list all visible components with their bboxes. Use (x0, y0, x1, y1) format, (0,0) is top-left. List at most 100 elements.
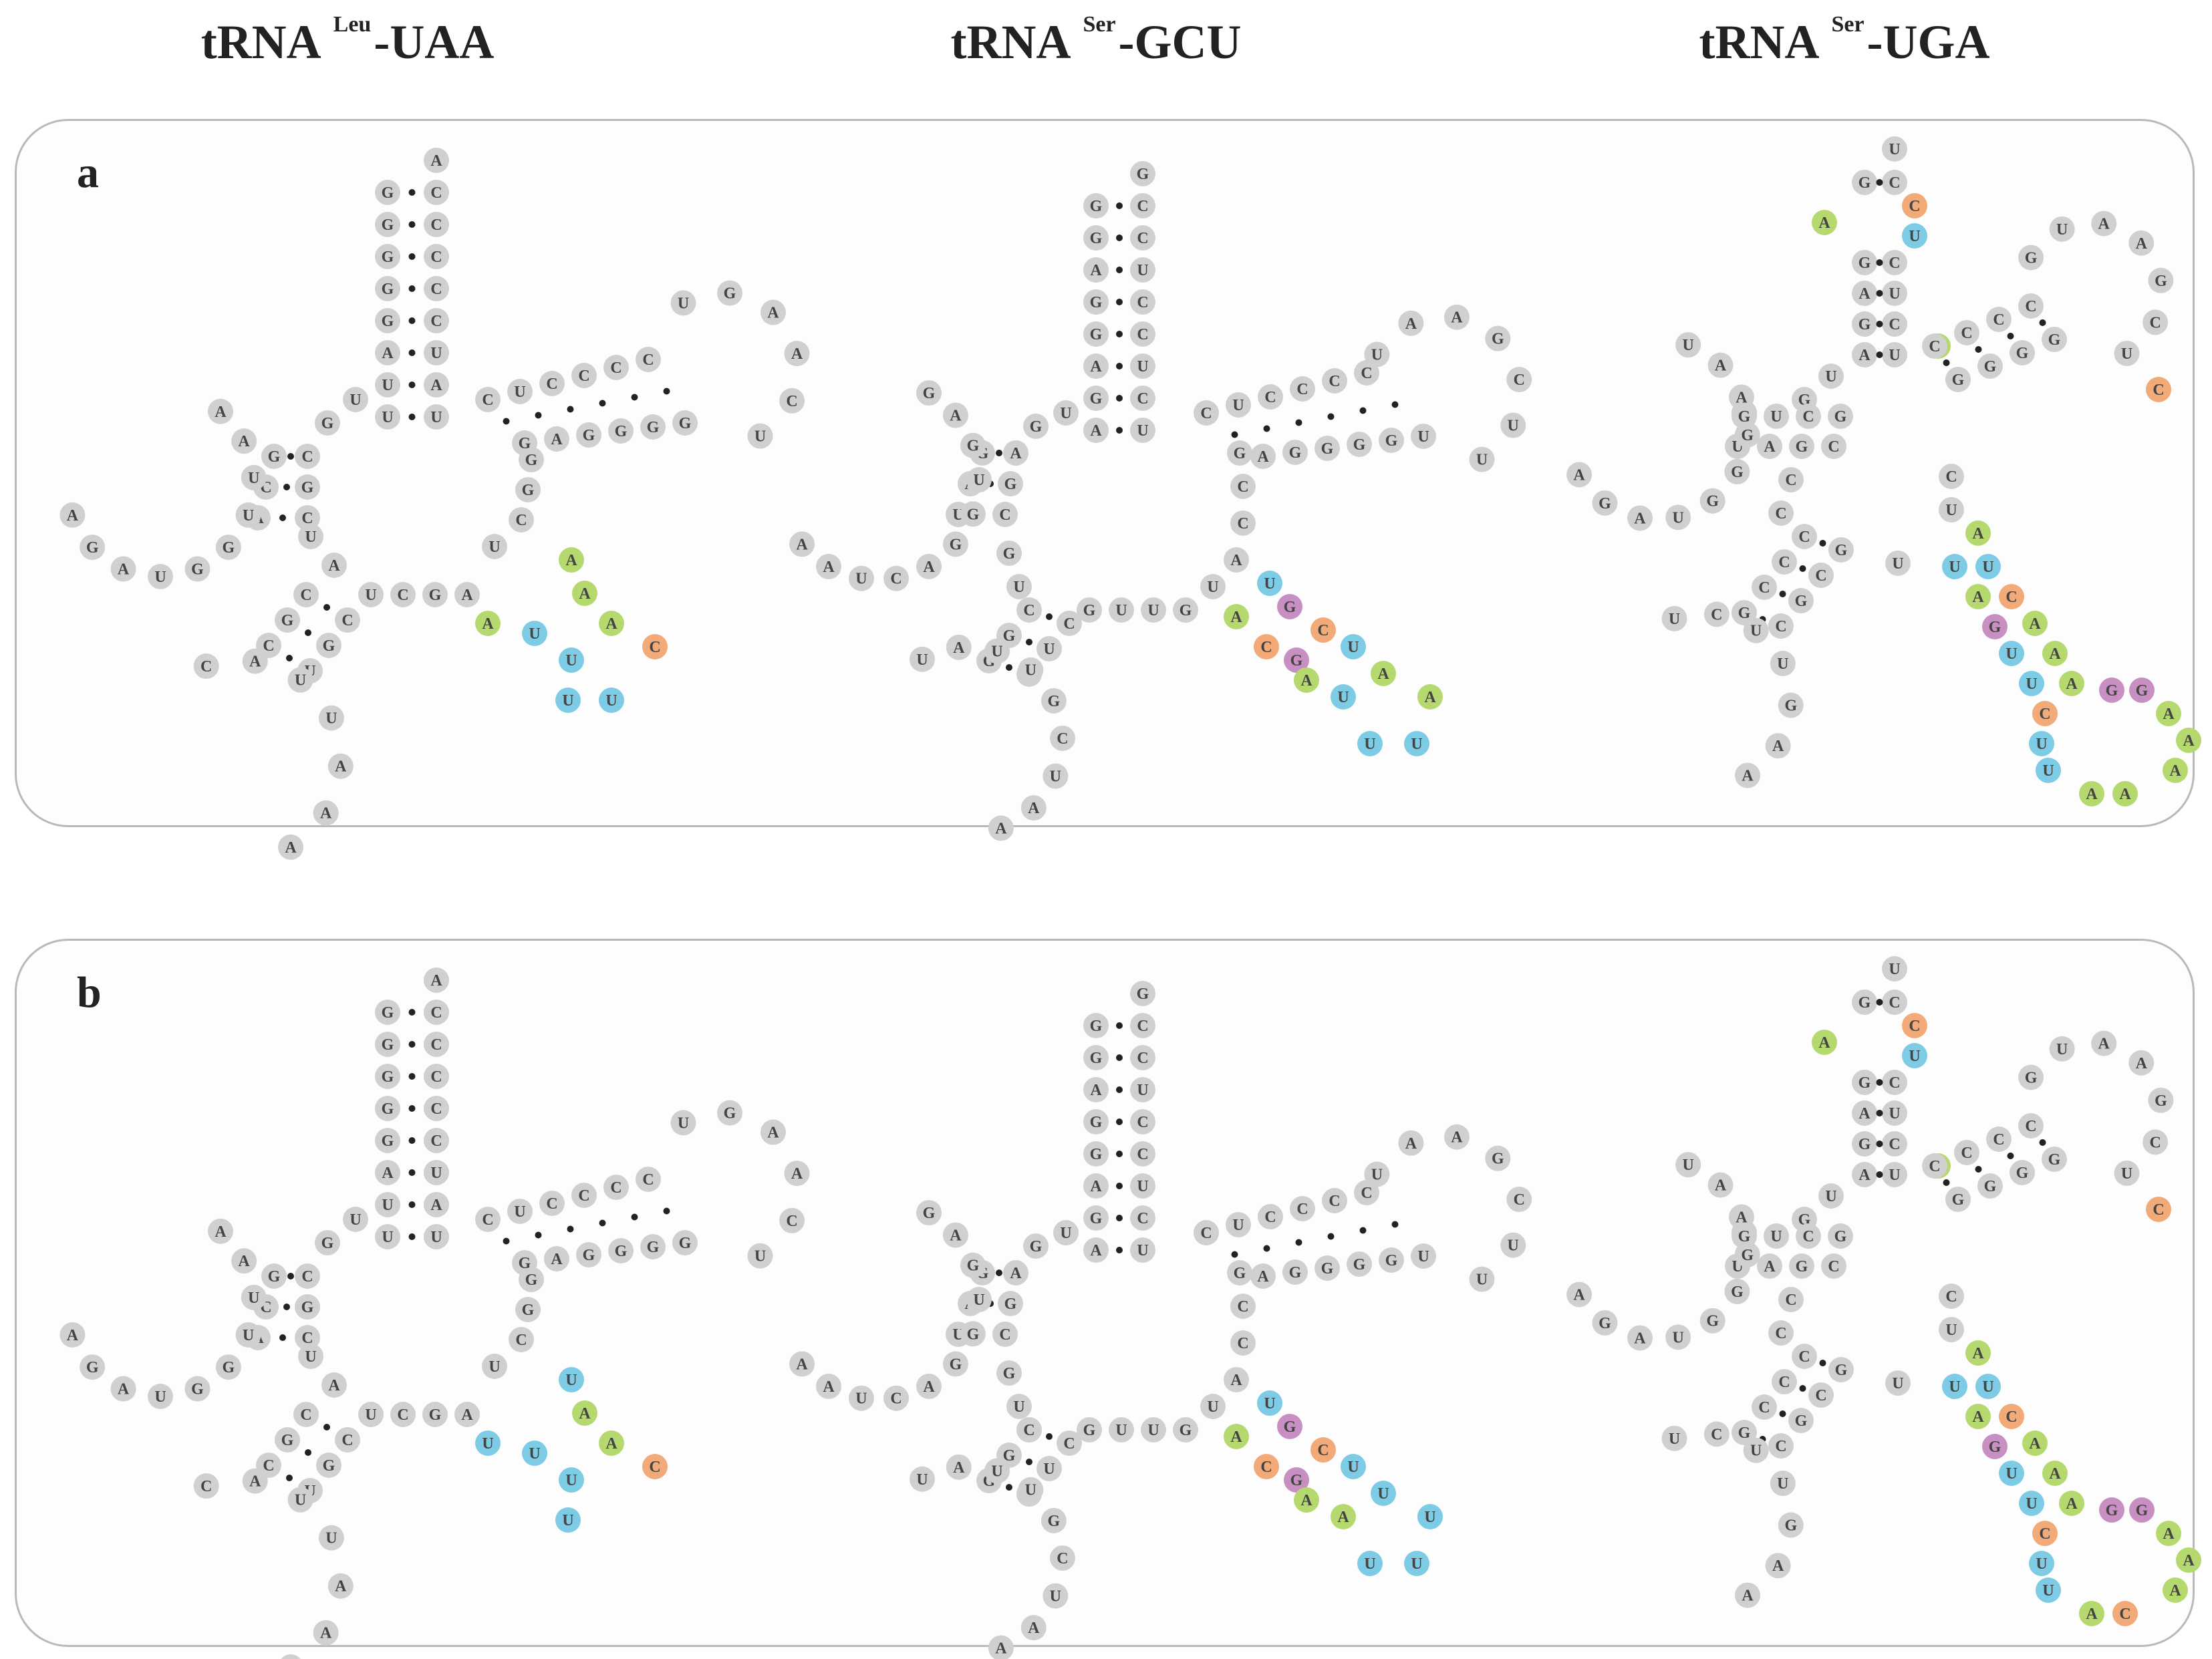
base-pair-dot (1876, 1141, 1883, 1147)
base-pair-dot (1876, 290, 1883, 297)
highlight-nucleotide: U (1257, 1390, 1282, 1416)
t-stem-nucleotide: C (571, 1183, 597, 1208)
svg-text:G: G (2025, 1070, 2038, 1087)
anticodon-loop-nucleotide: A (1765, 1553, 1791, 1579)
svg-text:U: U (605, 692, 617, 710)
acceptor-stem-nucleotide: A (375, 340, 400, 365)
svg-text:U: U (2026, 1495, 2037, 1513)
acceptor-stem-nucleotide: C (424, 1000, 449, 1025)
highlight-nucleotide: U (1257, 571, 1282, 596)
t-loop-nucleotide: U (1364, 1161, 1390, 1187)
svg-text:A: A (215, 1223, 227, 1241)
svg-text:G: G (1952, 371, 1965, 389)
svg-text:G: G (86, 1359, 99, 1376)
svg-text:U: U (295, 1492, 306, 1509)
highlight-nucleotide: U (522, 621, 547, 646)
acceptor-stem-nucleotide: G (1083, 321, 1109, 347)
svg-text:G: G (2106, 1502, 2118, 1519)
highlight-nucleotide: U (1942, 554, 1967, 579)
svg-text:A: A (238, 433, 250, 450)
svg-text:G: G (1083, 1422, 1096, 1439)
svg-text:C: C (1137, 294, 1148, 311)
svg-text:U: U (1889, 1167, 1900, 1184)
base-pair-dot (1876, 999, 1883, 1006)
highlight-nucleotide: U (2036, 758, 2061, 783)
svg-text:C: C (200, 1478, 212, 1495)
svg-text:C: C (1200, 1225, 1212, 1242)
highlight-nucleotide: A (599, 611, 624, 636)
d-stem-nucleotide: G (998, 471, 1023, 496)
svg-text:U: U (562, 1512, 573, 1529)
svg-text:C: C (1961, 1145, 1972, 1162)
svg-text:C: C (1711, 606, 1722, 623)
base-pair-dot (631, 394, 638, 401)
anticodon-loop-nucleotide: U (318, 705, 344, 731)
svg-text:A: A (579, 585, 591, 603)
svg-text:C: C (1758, 1399, 1770, 1416)
base-pair-dot (1116, 395, 1123, 402)
base-pair-dot (1006, 1484, 1012, 1491)
svg-text:U: U (1050, 1588, 1061, 1606)
connector-nucleotide: U (1006, 1394, 1032, 1419)
base-pair-dot (1943, 359, 1950, 366)
highlight-nucleotide: A (2176, 1547, 2201, 1573)
trna-leu-structure-b: GGGGGAUUACCCCCUAUUGGCACGCAAUUGGUAGAUAUCG… (59, 967, 810, 1659)
highlight-nucleotide: U (1975, 1374, 2001, 1399)
base-pair-dot (1006, 664, 1012, 671)
svg-text:U: U (916, 651, 928, 669)
acceptor-stem-nucleotide: C (424, 1064, 449, 1089)
svg-text:C: C (1137, 1146, 1148, 1163)
anticodon-stem-nucleotide: C (1768, 1433, 1794, 1459)
acceptor-stem-nucleotide: U (1882, 342, 1907, 367)
acceptor-stem-nucleotide: U (1882, 281, 1907, 306)
d-loop-nucleotide: G (916, 380, 942, 406)
d-loop-nucleotide: A (1728, 384, 1754, 410)
connector-nucleotide: U (298, 1344, 323, 1369)
svg-text:U: U (991, 643, 1002, 660)
svg-text:G: G (1353, 436, 1366, 454)
svg-text:G: G (615, 423, 628, 440)
svg-text:A: A (1742, 1588, 1754, 1605)
base-pair-dot (1295, 419, 1302, 426)
svg-text:U: U (1371, 1167, 1383, 1184)
anticodon-stem-nucleotide: C (1768, 613, 1794, 639)
d-stem-nucleotide: G (261, 444, 287, 469)
svg-text:U: U (382, 409, 393, 426)
svg-text:G: G (1952, 1191, 1965, 1209)
acceptor-stem-nucleotide: G (375, 1000, 400, 1025)
d-loop-nucleotide: A (1707, 352, 1734, 378)
base-pair-dot (1359, 1227, 1367, 1234)
svg-text:A: A (767, 1124, 779, 1142)
svg-text:U: U (565, 652, 577, 669)
t-loop-nucleotide: G (2018, 245, 2044, 271)
svg-text:C: C (1137, 1050, 1148, 1067)
svg-text:G: G (281, 612, 294, 629)
svg-text:C: C (2006, 589, 2017, 606)
header-name: tRNA (950, 15, 1071, 69)
svg-text:U: U (916, 1471, 928, 1489)
base-pair-dot (1116, 267, 1123, 273)
t-stem-nucleotide: G (1315, 1255, 1340, 1281)
base-pair-dot (283, 1304, 290, 1310)
svg-text:U: U (489, 1358, 500, 1376)
connector-nucleotide: A (321, 1372, 347, 1398)
anticodon-stem-nucleotide: C (1772, 1369, 1797, 1394)
svg-text:A: A (482, 615, 494, 633)
d-loop-nucleotide: U (966, 1287, 992, 1312)
discriminator-nucleotide: A (424, 967, 449, 993)
svg-text:G: G (1003, 1447, 1016, 1465)
svg-text:G: G (967, 1257, 980, 1275)
highlight-nucleotide: A (572, 1400, 597, 1426)
t-loop-nucleotide: C (1506, 367, 1532, 393)
base-pair-dot (663, 1207, 670, 1215)
svg-text:G: G (1492, 331, 1504, 348)
acceptor-stem-nucleotide: G (375, 276, 400, 301)
anticodon-stem-nucleotide: C (1772, 549, 1797, 575)
svg-text:G: G (1180, 602, 1192, 619)
svg-text:G: G (1858, 1136, 1871, 1153)
svg-text:G: G (1858, 316, 1871, 333)
anticodon-stem-nucleotide: G (275, 1427, 300, 1453)
svg-text:G: G (1137, 986, 1149, 1003)
d-loop-nucleotide: A (789, 531, 815, 557)
